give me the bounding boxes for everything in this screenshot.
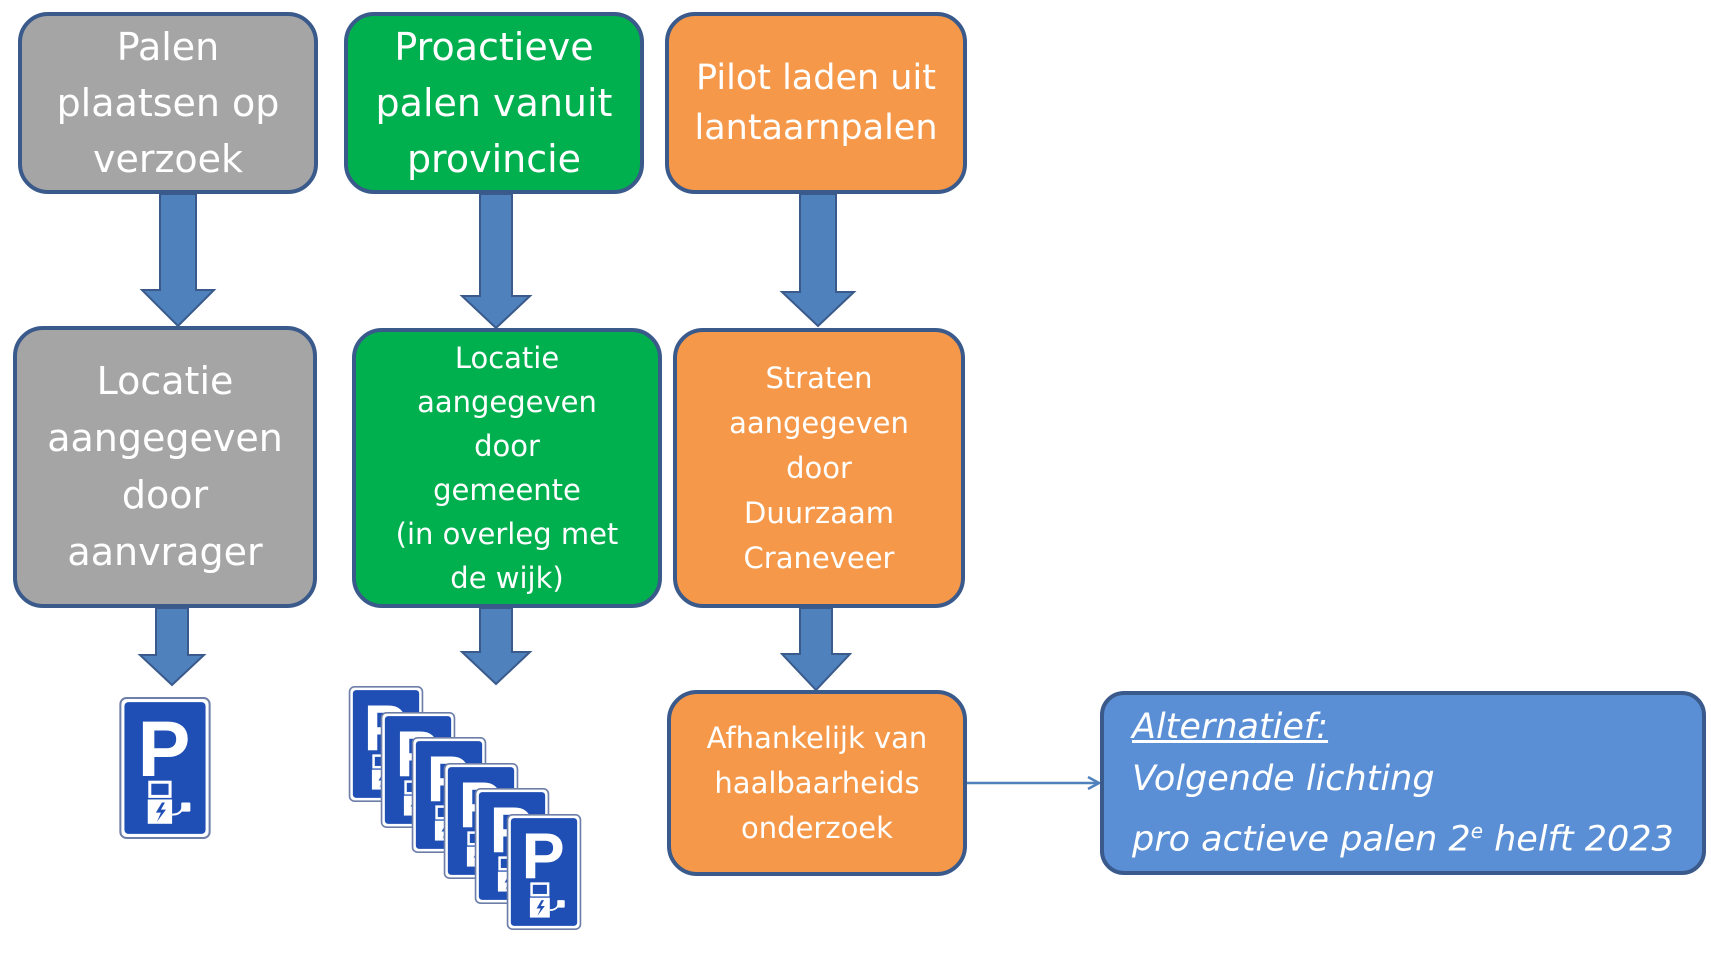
box-location-applicant-line3: door [121,473,209,517]
box-feasibility-line2: haalbaarheids [714,765,920,800]
box-proactive-line3: provincie [406,137,582,181]
box-streets-by-duurzaam: Straten aangegeven door Duurzaam Craneve… [673,328,965,608]
arrow-down-col3-bottom [779,607,853,692]
box-streets-line1: Straten [765,360,873,395]
svg-text:P: P [521,820,564,892]
box-pilot-line1: Pilot laden uit [696,58,936,98]
box-proactive-province: Proactieve palen vanuit provincie [344,12,644,194]
box-pilot-streetlights: Pilot laden uit lantaarnpalen [665,12,967,194]
box-location-by-applicant: Locatie aangegeven door aanvrager [13,326,317,608]
box-location-municipality-line4: gemeente [433,473,581,507]
box-streets-line5: Craneveer [743,540,895,575]
box-streets-line4: Duurzaam [743,495,895,530]
arrow-down-col3-top [779,193,857,328]
ev-charging-sign-icon: P [119,697,211,839]
box-location-municipality-line6: de wijk) [450,561,564,595]
arrow-down-col1-bottom [137,607,207,687]
svg-text:P: P [138,704,191,793]
alternative-line2-sup: e [1470,818,1483,843]
box-request-placement-line1: Palen [116,25,220,69]
box-location-applicant-line4: aanvrager [67,530,263,574]
box-location-municipality-line2: aangegeven [417,385,597,419]
box-proactive-line1: Proactieve [394,25,594,69]
box-streets-line3: door [786,450,852,485]
box-location-by-municipality: Locatie aangegeven door gemeente (in ove… [352,328,662,608]
alternative-line2: pro actieve palen 2e helft 2023 [1132,805,1674,866]
box-location-municipality-line3: door [474,429,540,463]
box-pilot-line2: lantaarnpalen [694,108,938,148]
box-request-placement-line2: plaatsen op [56,81,280,125]
box-location-municipality-line5: (in overleg met [395,517,619,551]
box-alternative: Alternatief: Volgende lichting pro actie… [1100,691,1706,875]
arrow-down-col2-top [459,193,533,330]
box-streets-line2: aangegeven [729,405,909,440]
box-feasibility-line3: onderzoek [741,810,893,845]
box-feasibility-line1: Afhankelijk van [706,720,928,755]
box-request-placement: Palen plaatsen op verzoek [18,12,318,194]
box-feasibility-study: Afhankelijk van haalbaarheids onderzoek [667,690,967,876]
box-request-placement-line3: verzoek [92,137,244,181]
box-location-municipality-line1: Locatie [454,341,560,375]
alternative-heading: Alternatief: [1132,706,1329,747]
alternative-line1: Volgende lichting [1132,758,1435,799]
arrow-down-col2-bottom [459,607,533,686]
arrow-down-col1-top [139,193,217,328]
box-proactive-line2: palen vanuit [375,81,613,125]
ev-charging-sign-icon: P [506,813,581,930]
alternative-line2-suffix: helft 2023 [1483,819,1674,860]
box-location-applicant-line2: aangegeven [47,416,283,460]
box-location-applicant-line1: Locatie [96,359,234,403]
alternative-line2-prefix: pro actieve palen 2 [1132,819,1471,860]
